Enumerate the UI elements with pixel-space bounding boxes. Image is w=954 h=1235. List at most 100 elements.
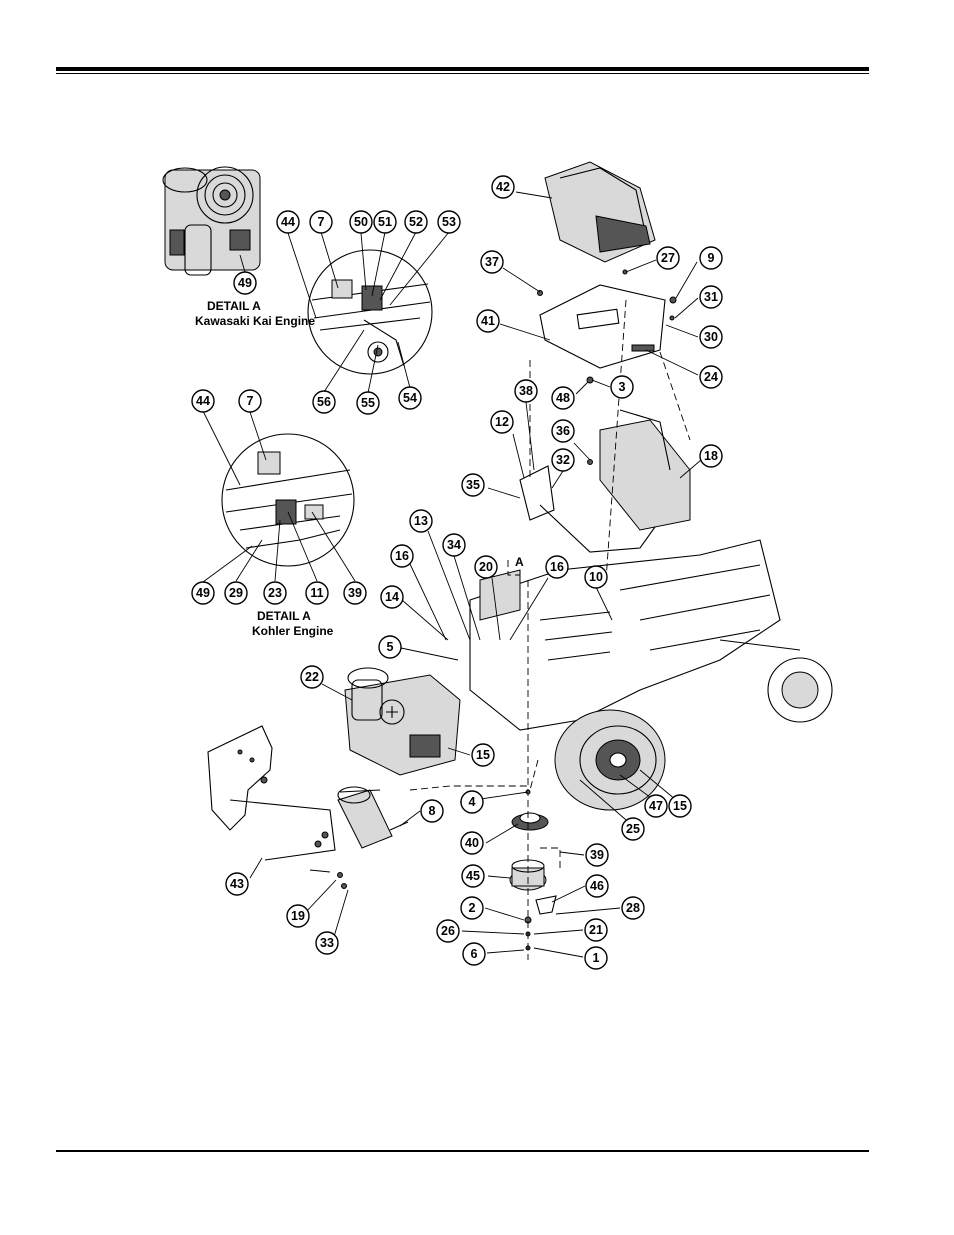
svg-text:13: 13: [414, 514, 428, 528]
callout-56: 56: [312, 390, 336, 414]
svg-text:49: 49: [196, 586, 210, 600]
callout-30: 30: [699, 325, 723, 349]
callout-32: 32: [551, 448, 575, 472]
callout-5: 5: [378, 635, 402, 659]
callout-51: 51: [373, 210, 397, 234]
top-rule-thin: [56, 73, 869, 74]
kawasaki-detail-view: [307, 249, 433, 375]
svg-text:54: 54: [403, 391, 417, 405]
svg-text:47: 47: [649, 799, 663, 813]
svg-text:46: 46: [590, 879, 604, 893]
svg-text:44: 44: [196, 394, 210, 408]
callout-27: 27: [656, 246, 680, 270]
kawasaki-caption-subtitle: Kawasaki Kai Engine: [195, 314, 315, 328]
assembly-dash-lines: [409, 299, 691, 960]
callout-28: 28: [621, 896, 645, 920]
callout-7-kohler: 7: [238, 389, 262, 413]
callout-6: 6: [462, 942, 486, 966]
callout-21: 21: [584, 918, 608, 942]
svg-text:16: 16: [395, 549, 409, 563]
callout-23: 23: [263, 581, 287, 605]
svg-text:31: 31: [704, 290, 718, 304]
svg-text:45: 45: [466, 869, 480, 883]
callout-19: 19: [286, 904, 310, 928]
callout-10: 10: [584, 565, 608, 589]
callout-18: 18: [699, 444, 723, 468]
callout-53: 53: [437, 210, 461, 234]
callout-39-clutch: 39: [585, 843, 609, 867]
callout-15-tire: 15: [668, 794, 692, 818]
svg-text:25: 25: [626, 822, 640, 836]
kohler-caption-title: DETAIL A: [257, 609, 311, 623]
callout-25: 25: [621, 817, 645, 841]
svg-text:7: 7: [247, 394, 254, 408]
svg-text:9: 9: [708, 251, 715, 265]
callout-11: 11: [305, 581, 329, 605]
callout-9: 9: [699, 246, 723, 270]
svg-text:10: 10: [589, 570, 603, 584]
callout-41: 41: [476, 309, 500, 333]
svg-text:30: 30: [704, 330, 718, 344]
svg-text:44: 44: [281, 215, 295, 229]
callout-47: 47: [644, 794, 668, 818]
top-rule: [56, 67, 869, 71]
callout-26: 26: [436, 919, 460, 943]
clutch-stack-illustration: [509, 812, 557, 951]
svg-text:2: 2: [469, 901, 476, 915]
svg-text:35: 35: [466, 478, 480, 492]
svg-text:33: 33: [320, 936, 334, 950]
kawasaki-caption-title: DETAIL A: [207, 299, 261, 313]
callout-39-kohler: 39: [343, 581, 367, 605]
svg-text:19: 19: [291, 909, 305, 923]
svg-text:1: 1: [593, 951, 600, 965]
callout-43: 43: [225, 872, 249, 896]
callout-20: 20: [474, 555, 498, 579]
control-assembly-illustration: [519, 409, 691, 553]
svg-text:4: 4: [469, 795, 476, 809]
svg-text:52: 52: [409, 215, 423, 229]
svg-text:6: 6: [471, 947, 478, 961]
seat-pan-illustration: [539, 284, 666, 369]
svg-text:11: 11: [310, 586, 323, 600]
svg-text:21: 21: [589, 923, 603, 937]
svg-text:29: 29: [229, 586, 243, 600]
svg-text:48: 48: [556, 391, 570, 405]
callout-33: 33: [315, 931, 339, 955]
svg-text:7: 7: [318, 215, 325, 229]
svg-text:3: 3: [619, 380, 626, 394]
callout-50: 50: [349, 210, 373, 234]
svg-text:18: 18: [704, 449, 718, 463]
callout-52: 52: [404, 210, 428, 234]
svg-text:37: 37: [485, 255, 499, 269]
detail-a-marker: A: [515, 555, 524, 569]
svg-text:36: 36: [556, 424, 570, 438]
svg-text:27: 27: [661, 251, 675, 265]
svg-text:56: 56: [317, 395, 331, 409]
svg-text:26: 26: [441, 924, 455, 938]
svg-text:32: 32: [556, 453, 570, 467]
callout-36: 36: [551, 419, 575, 443]
callout-14: 14: [380, 585, 404, 609]
svg-text:28: 28: [626, 901, 640, 915]
callout-2: 2: [460, 896, 484, 920]
callout-40: 40: [460, 831, 484, 855]
svg-text:16: 16: [550, 560, 564, 574]
callout-24: 24: [699, 365, 723, 389]
leader-lines: [202, 191, 702, 958]
svg-text:49: 49: [238, 276, 252, 290]
svg-text:39: 39: [348, 586, 362, 600]
muffler-illustration: [337, 786, 409, 849]
callout-15-engine: 15: [471, 743, 495, 767]
svg-text:15: 15: [673, 799, 687, 813]
kawasaki-engine-illustration: [162, 166, 261, 276]
seat-illustration: [544, 161, 656, 263]
callout-3: 3: [610, 375, 634, 399]
svg-text:43: 43: [230, 877, 244, 891]
svg-text:42: 42: [496, 180, 510, 194]
callout-35: 35: [461, 473, 485, 497]
frame-illustration: [469, 539, 833, 731]
callout-38: 38: [514, 379, 538, 403]
callout-8: 8: [420, 799, 444, 823]
svg-text:14: 14: [385, 590, 399, 604]
